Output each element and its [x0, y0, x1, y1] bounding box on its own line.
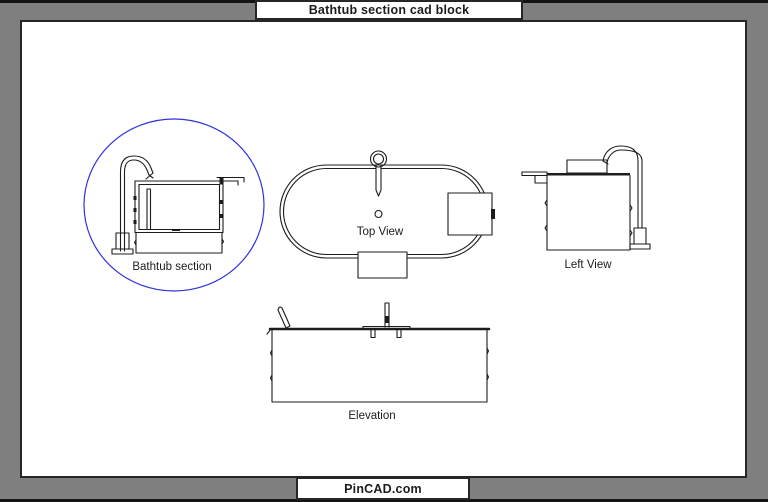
elevation-label: Elevation [348, 410, 396, 422]
bottom-border-strip [0, 499, 768, 502]
footer-box: PinCAD.com [296, 477, 470, 500]
title-box: Bathtub section cad block [255, 0, 523, 20]
left-view-label: Left View [564, 259, 612, 271]
tub-left-body [521, 159, 633, 251]
faucet-section-icon [111, 155, 154, 255]
top-view-label: Top View [356, 226, 404, 238]
bathtub-section-drawing [83, 118, 265, 292]
page-title: Bathtub section cad block [308, 3, 470, 17]
drain-icon [374, 209, 383, 219]
left-view-drawing [521, 145, 651, 251]
faucet-elevation-icon [362, 302, 411, 339]
bathtub-section-label: Bathtub section [132, 261, 212, 273]
hand-shower-icon [266, 306, 291, 335]
tub-elevation-body [268, 327, 491, 403]
step-block [357, 251, 408, 279]
faucet-top-icon [369, 150, 388, 197]
tub-section-body [133, 176, 245, 254]
watermark-text: PinCAD.com [344, 481, 422, 496]
seat-block [447, 192, 495, 236]
elevation-drawing [266, 302, 491, 403]
top-view-drawing [279, 150, 495, 279]
highlight-ellipse [83, 118, 265, 292]
faucet-left-icon [602, 145, 651, 250]
